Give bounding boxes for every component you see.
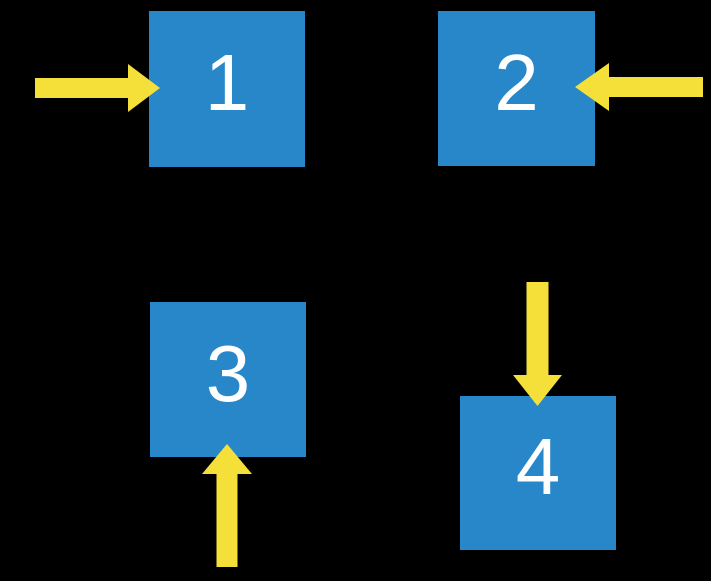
box-2: 2 [438, 11, 595, 166]
box-3-label: 3 [205, 328, 251, 418]
arrow-down-icon [513, 282, 562, 406]
box-2-label: 2 [494, 37, 539, 127]
box-1: 1 [149, 11, 305, 167]
box-1-label: 1 [204, 38, 250, 127]
box-3: 3 [150, 302, 306, 457]
arrow-left-icon [575, 63, 703, 111]
arrow-right-icon [35, 64, 160, 112]
arrow-up-icon [202, 444, 252, 567]
box-4-label: 4 [515, 422, 561, 511]
box-4: 4 [460, 396, 616, 550]
